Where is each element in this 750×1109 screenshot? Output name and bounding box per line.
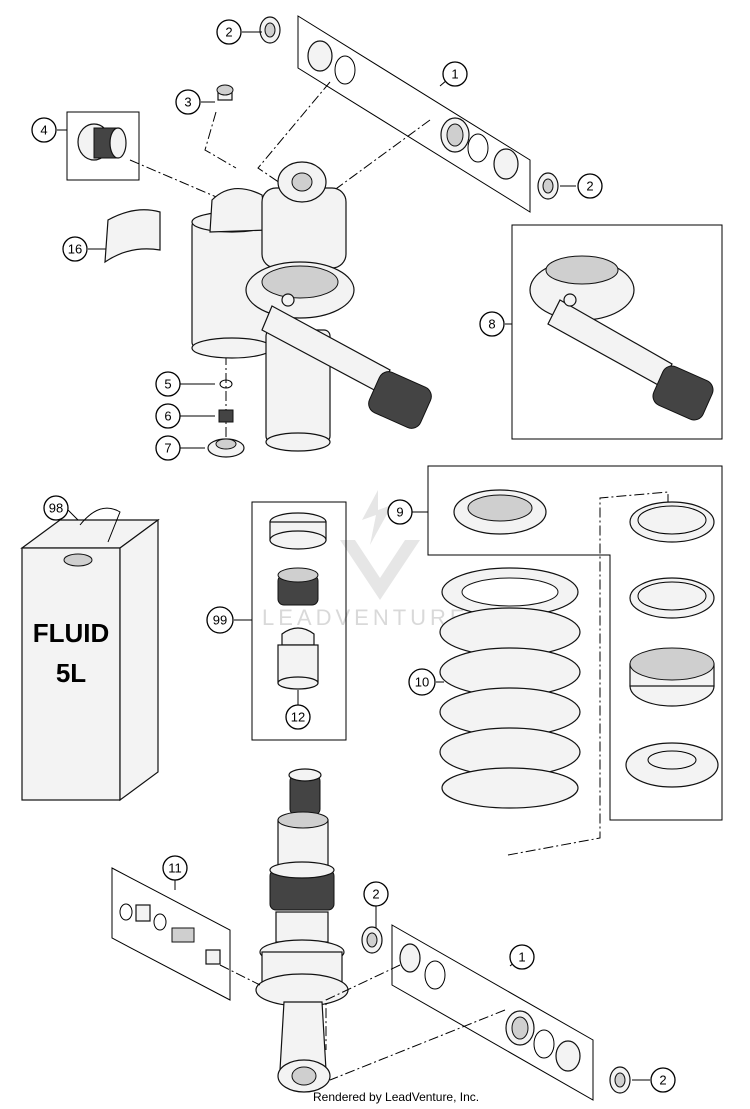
svg-text:1: 1 (451, 67, 458, 82)
reservoir-nut (218, 409, 234, 423)
spring-seat-upper (453, 489, 547, 535)
lower-bushing-kit-box (391, 924, 594, 1101)
coil-spring (439, 567, 581, 809)
seal-kit-parts (269, 512, 327, 690)
svg-text:10: 10 (415, 675, 429, 690)
svg-text:11: 11 (168, 861, 182, 876)
svg-text:99: 99 (213, 613, 227, 628)
svg-text:3: 3 (184, 95, 191, 110)
piston-shaft-assembly (255, 768, 349, 1093)
seal-kit-box (251, 501, 347, 741)
callout-2-top-right: 2 (577, 173, 603, 199)
watermark: LEADVENTURE (262, 490, 469, 630)
callout-1-bottom: 1 (509, 944, 535, 970)
callout-12: 12 (285, 704, 311, 730)
shock-body-top (191, 161, 432, 452)
svg-text:98: 98 (49, 501, 63, 516)
bleed-screw (216, 84, 234, 101)
callout-4: 4 (31, 117, 57, 143)
valve-kit-parts (119, 903, 221, 965)
svg-text:4: 4 (40, 123, 47, 138)
can-label-line2: 5L (56, 658, 86, 688)
svg-text:8: 8 (488, 317, 495, 332)
callout-98: 98 (43, 495, 69, 521)
svg-text:1: 1 (518, 950, 525, 965)
callout-99: 99 (206, 606, 234, 634)
warning-sticker (104, 209, 161, 264)
reservoir-detail-box (511, 224, 723, 440)
callout-5: 5 (155, 371, 181, 397)
reservoir-housing (529, 255, 714, 421)
adjuster-box (66, 111, 140, 181)
svg-text:2: 2 (659, 1073, 666, 1088)
compression-adjuster (77, 123, 127, 161)
svg-text:2: 2 (372, 887, 379, 902)
valve-kit-box (111, 867, 231, 1001)
o-ring (219, 379, 233, 389)
upper-bushing-right (537, 172, 559, 200)
svg-text:6: 6 (164, 409, 171, 424)
callout-6: 6 (155, 403, 181, 429)
svg-text:2: 2 (225, 25, 232, 40)
watermark-text: LEADVENTURE (262, 605, 469, 630)
callout-7: 7 (155, 435, 181, 461)
can-label-line1: FLUID (33, 618, 110, 648)
svg-text:2: 2 (586, 179, 593, 194)
callout-3: 3 (175, 89, 201, 115)
callout-8: 8 (479, 311, 505, 337)
upper-bushing-kit-box (297, 15, 531, 213)
svg-text:16: 16 (68, 242, 82, 257)
footer-credit: Rendered by LeadVenture, Inc. (313, 1090, 479, 1104)
reservoir-cap (207, 438, 245, 458)
lower-bushing-right (609, 1066, 631, 1094)
fluid-can: FLUID 5L (20, 507, 160, 802)
callout-9: 9 (387, 499, 413, 525)
callout-2-bottom-right: 2 (650, 1067, 676, 1093)
svg-text:12: 12 (291, 710, 305, 725)
callout-16: 16 (62, 236, 88, 262)
upper-bushing-left (259, 16, 281, 44)
svg-text:5: 5 (164, 377, 171, 392)
spring-seat-box (427, 465, 723, 821)
callout-10: 10 (408, 668, 436, 696)
callout-2-top-left: 2 (216, 19, 242, 45)
svg-text:7: 7 (164, 441, 171, 456)
callout-2-bottom-left: 2 (363, 881, 389, 907)
upper-bushing-kit-parts (307, 40, 519, 180)
callout-11: 11 (162, 855, 188, 881)
svg-text:9: 9 (396, 505, 403, 520)
lower-bushing-left (361, 926, 383, 954)
callout-1-top: 1 (442, 61, 468, 87)
lower-bushing-kit-parts (399, 943, 581, 1072)
spring-seat-rings (625, 501, 719, 788)
